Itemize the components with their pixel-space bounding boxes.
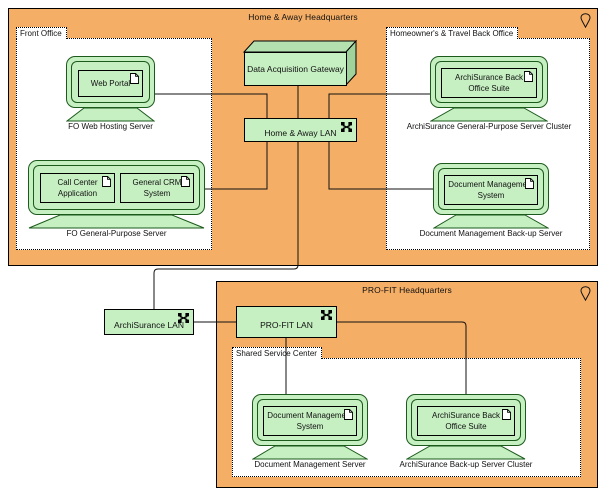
web-portal-label: Web Portal: [90, 79, 131, 88]
profit-lan-label: PRO-FIT LAN: [260, 320, 313, 330]
device-stand: [252, 446, 368, 460]
node-data-acquisition-gateway[interactable]: Data Acquisition Gateway: [242, 39, 358, 87]
device-archisurance-backup-server-cluster[interactable]: ArchiSurance Back Office Suite ArchiSura…: [400, 394, 532, 469]
document-icon: [525, 178, 534, 189]
network-home-away-lan[interactable]: Home & Away LAN: [244, 118, 357, 142]
call-center-application-label: Call Center Application: [57, 178, 98, 198]
general-crm-system-label: General CRM System: [132, 178, 182, 198]
document-management-server-label: Document Management Server: [254, 460, 366, 469]
component-general-crm-system[interactable]: General CRM System: [120, 173, 194, 203]
component-document-management-system[interactable]: Document Management System: [444, 175, 538, 205]
document-management-backup-server-label: Document Management Back-up Server: [419, 229, 563, 238]
archisurance-back-office-suite-label: ArchiSurance Back Office Suite: [454, 73, 524, 93]
device-stand: [430, 108, 548, 122]
component-call-center-application[interactable]: Call Center Application: [40, 173, 115, 203]
shared-service-center-label: Shared Service Center: [232, 347, 322, 359]
data-acquisition-gateway-label: Data Acquisition Gateway: [244, 52, 347, 86]
document-icon: [181, 176, 190, 187]
network-archisurance-lan[interactable]: ArchiSurance LAN: [104, 309, 194, 335]
archisurance-general-purpose-server-cluster-label: ArchiSurance General-Purpose Server Clus…: [406, 122, 572, 131]
document-icon: [102, 176, 111, 187]
archisurance-backup-server-cluster-label: ArchiSurance Back-up Server Cluster: [399, 460, 533, 469]
location-pin-icon: [580, 286, 591, 301]
device-fo-general-purpose-server[interactable]: Call Center Application General CRM Syst…: [28, 160, 205, 238]
document-icon: [524, 71, 533, 82]
device-archisurance-general-purpose-server-cluster[interactable]: ArchiSurance Back Office Suite ArchiSura…: [407, 56, 571, 131]
component-archisurance-back-office-suite[interactable]: ArchiSurance Back Office Suite: [441, 68, 537, 98]
home-away-hq-title: Home & Away Headquarters: [248, 12, 358, 22]
fo-web-hosting-server-label: FO Web Hosting Server: [68, 122, 153, 131]
document-management-system-2-label: Document Management System: [267, 411, 353, 431]
device-stand: [66, 108, 155, 122]
document-icon: [130, 73, 139, 84]
location-pin-icon: [580, 13, 591, 28]
component-document-management-system[interactable]: Document Management System: [263, 406, 357, 436]
fo-general-purpose-server-label: FO General-Purpose Server: [66, 229, 167, 238]
component-archisurance-back-office-suite[interactable]: ArchiSurance Back Office Suite: [417, 406, 515, 436]
component-web-portal[interactable]: Web Portal: [78, 70, 143, 97]
archisurance-back-office-suite-2-label: ArchiSurance Back Office Suite: [431, 411, 501, 431]
profit-hq-title: PRO-FIT Headquarters: [362, 285, 452, 295]
device-document-management-backup-server[interactable]: Document Management System Document Mana…: [420, 163, 562, 238]
home-away-lan-label: Home & Away LAN: [264, 128, 337, 138]
network-profit-lan[interactable]: PRO-FIT LAN: [236, 306, 337, 338]
front-office-label: Front Office: [16, 27, 67, 39]
device-stand: [406, 446, 526, 460]
archisurance-lan-label: ArchiSurance LAN: [114, 320, 184, 330]
homeowners-travel-back-office-label: Homeowner's & Travel Back Office: [386, 27, 519, 39]
network-icon: [341, 122, 352, 132]
device-fo-web-hosting-server[interactable]: Web Portal FO Web Hosting Server: [66, 56, 155, 131]
device-stand: [433, 215, 549, 229]
document-management-system-label: Document Management System: [448, 180, 534, 200]
device-document-management-server[interactable]: Document Management System Document Mana…: [252, 394, 368, 469]
device-stand: [28, 215, 205, 229]
document-icon: [502, 409, 511, 420]
network-icon: [321, 310, 332, 320]
document-icon: [344, 409, 353, 420]
network-icon: [178, 313, 189, 323]
